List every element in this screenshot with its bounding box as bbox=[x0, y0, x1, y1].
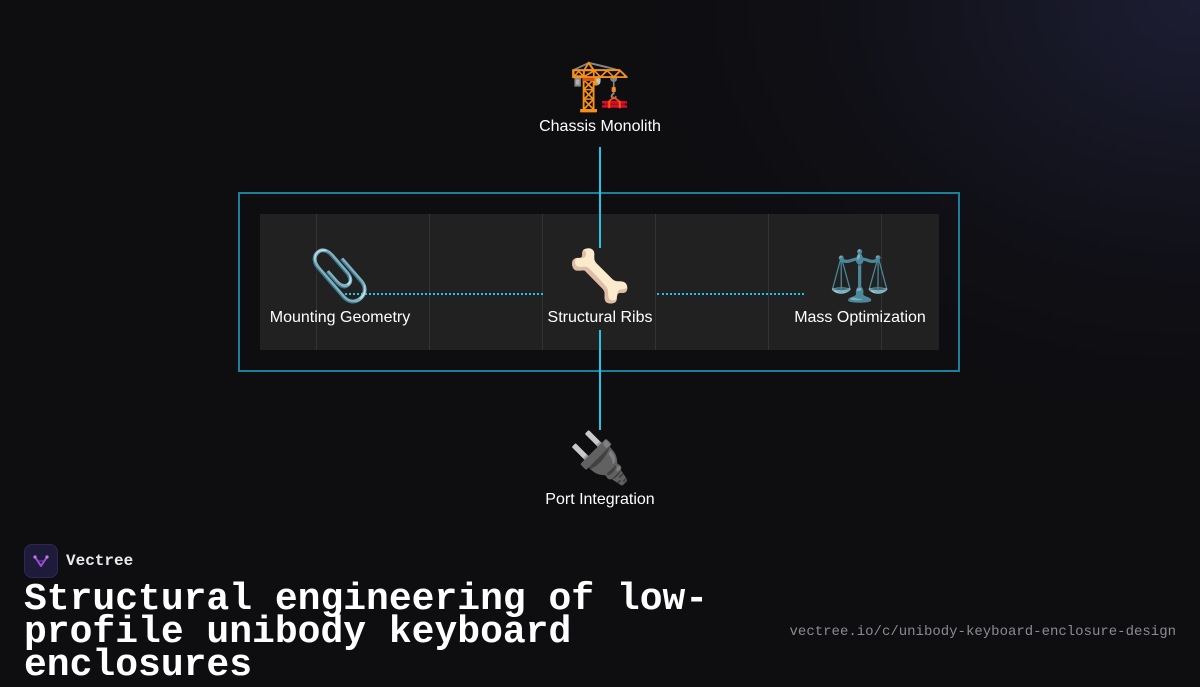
node-label: Structural Ribs bbox=[547, 309, 653, 326]
page-title: Structural engineering of low-profile un… bbox=[24, 578, 709, 687]
plug-icon: 🔌 bbox=[568, 429, 632, 487]
brand[interactable]: Vectree bbox=[24, 544, 133, 578]
node-structural-ribs: 🦴 Structural Ribs bbox=[548, 247, 653, 327]
brand-name: Vectree bbox=[66, 552, 134, 570]
paperclip-icon: 📎 bbox=[308, 247, 372, 305]
connector-bottom bbox=[599, 330, 601, 430]
balance-scale-icon: ⚖️ bbox=[828, 247, 892, 305]
panel-column bbox=[543, 214, 656, 350]
vectree-logo-icon bbox=[24, 544, 58, 578]
connector-top bbox=[599, 147, 601, 248]
node-mounting-geometry: 📎 Mounting Geometry bbox=[270, 247, 411, 327]
panel-column bbox=[317, 214, 430, 350]
node-label: Port Integration bbox=[545, 491, 655, 508]
panel-column bbox=[430, 214, 543, 350]
bone-icon: 🦴 bbox=[568, 247, 632, 305]
crane-icon: 🏗️ bbox=[568, 56, 632, 114]
panel-column bbox=[260, 214, 317, 350]
node-label: Mass Optimization bbox=[794, 309, 926, 326]
connector-right bbox=[657, 293, 804, 295]
node-mass-optimization: ⚖️ Mass Optimization bbox=[794, 247, 926, 327]
node-label: Mounting Geometry bbox=[269, 309, 411, 326]
panel-column bbox=[656, 214, 769, 350]
node-label: Chassis Monolith bbox=[539, 118, 661, 135]
connector-left bbox=[340, 293, 543, 295]
node-chassis-monolith: 🏗️ Chassis Monolith bbox=[539, 56, 661, 136]
node-port-integration: 🔌 Port Integration bbox=[545, 429, 654, 509]
page-url[interactable]: vectree.io/c/unibody-keyboard-enclosure-… bbox=[789, 624, 1176, 640]
panel-column bbox=[769, 214, 882, 350]
